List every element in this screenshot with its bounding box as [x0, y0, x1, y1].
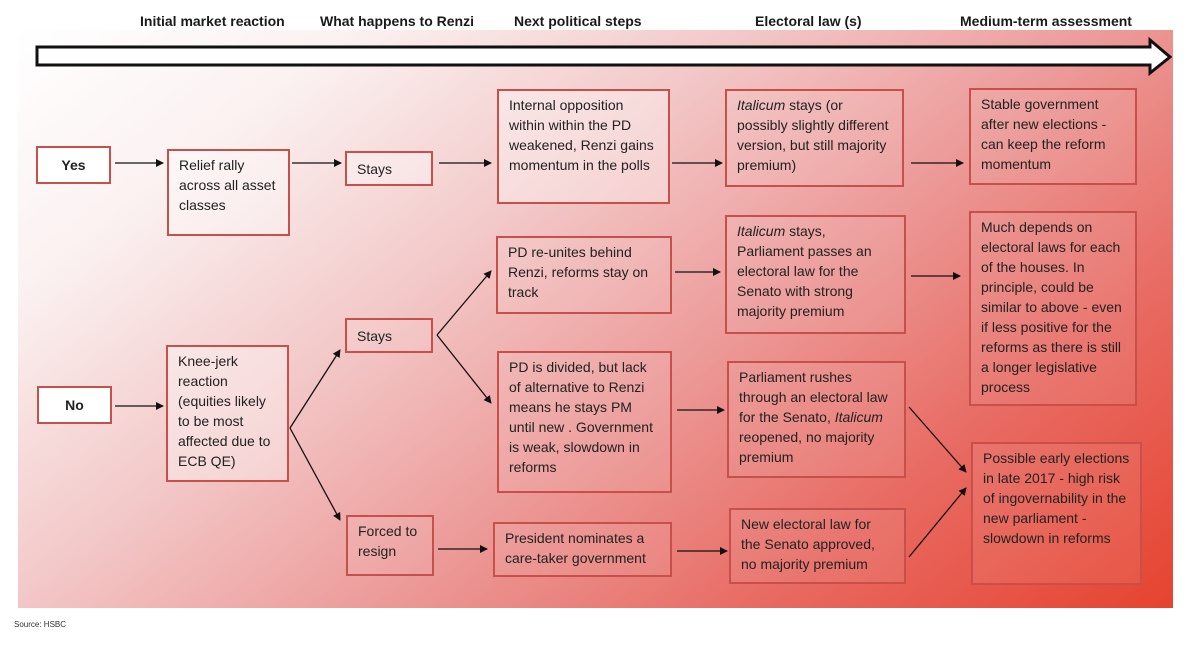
source-note: Source: HSBC [14, 620, 67, 629]
italicum-label: Italicum [737, 97, 786, 113]
node-law-resign: New electoral law for the Senato approve… [729, 508, 906, 584]
node-forced-resign: Forced to resign [346, 515, 434, 576]
arrow-kneejerk-to-resign [289, 427, 341, 521]
node-yes-stays: Stays [345, 151, 433, 186]
node-relief-rally: Relief rally across all asset classes [167, 149, 290, 236]
outcome-no: No [37, 386, 112, 424]
column-heading-next-political-steps: Next political steps [514, 13, 642, 29]
gradient-background [18, 30, 1173, 608]
node-no-stays: Stays [345, 318, 433, 353]
column-heading-what-happens-to-renzi: What happens to Renzi [320, 13, 474, 29]
node-assess-stable: Stable government after new elections - … [969, 88, 1137, 185]
outcome-yes: Yes [36, 146, 111, 184]
arrow-stays-to-reunite [436, 270, 492, 336]
law-reunite-text: stays, Parliament passes an electoral la… [737, 223, 872, 319]
italicum-label: Italicum [737, 223, 786, 239]
node-law-yes: Italicum stays (or possibly slightly dif… [725, 89, 904, 187]
arrow-resign-law-to-early [908, 487, 967, 558]
law-divided-text: Parliament rushes through an electoral l… [739, 369, 888, 425]
arrow-divided-law-to-early [908, 406, 967, 473]
law-divided-text-end: reopened, no majority premium [739, 429, 875, 465]
column-heading-initial-market-reaction: Initial market reaction [140, 13, 285, 29]
node-assess-depends: Much depends on electoral laws for each … [969, 211, 1137, 406]
law-yes-text: stays (or possibly slightly different ve… [737, 97, 889, 173]
node-internal-opposition: Internal opposition within within the PD… [497, 89, 670, 204]
arrow-kneejerk-to-stays [289, 349, 341, 429]
node-pd-divided: PD is divided, but lack of alternative t… [497, 351, 672, 493]
node-president-nominates: President nominates a care-taker governm… [493, 522, 672, 577]
column-heading-medium-term-assessment: Medium-term assessment [960, 13, 1132, 29]
italicum-label: Italicum [834, 409, 883, 425]
column-heading-electoral-law: Electoral law (s) [755, 13, 862, 29]
node-assess-early-elections: Possible early elections in late 2017 - … [971, 442, 1142, 585]
node-law-divided: Parliament rushes through an electoral l… [727, 361, 906, 478]
arrow-stays-to-divided [436, 334, 492, 404]
node-pd-reunites: PD re-unites behind Renzi, reforms stay … [496, 236, 672, 314]
node-law-reunite: Italicum stays, Parliament passes an ele… [725, 215, 906, 334]
timeline-arrow [35, 36, 1173, 77]
node-knee-jerk: Knee-jerk reaction (equities likely to b… [166, 345, 289, 482]
